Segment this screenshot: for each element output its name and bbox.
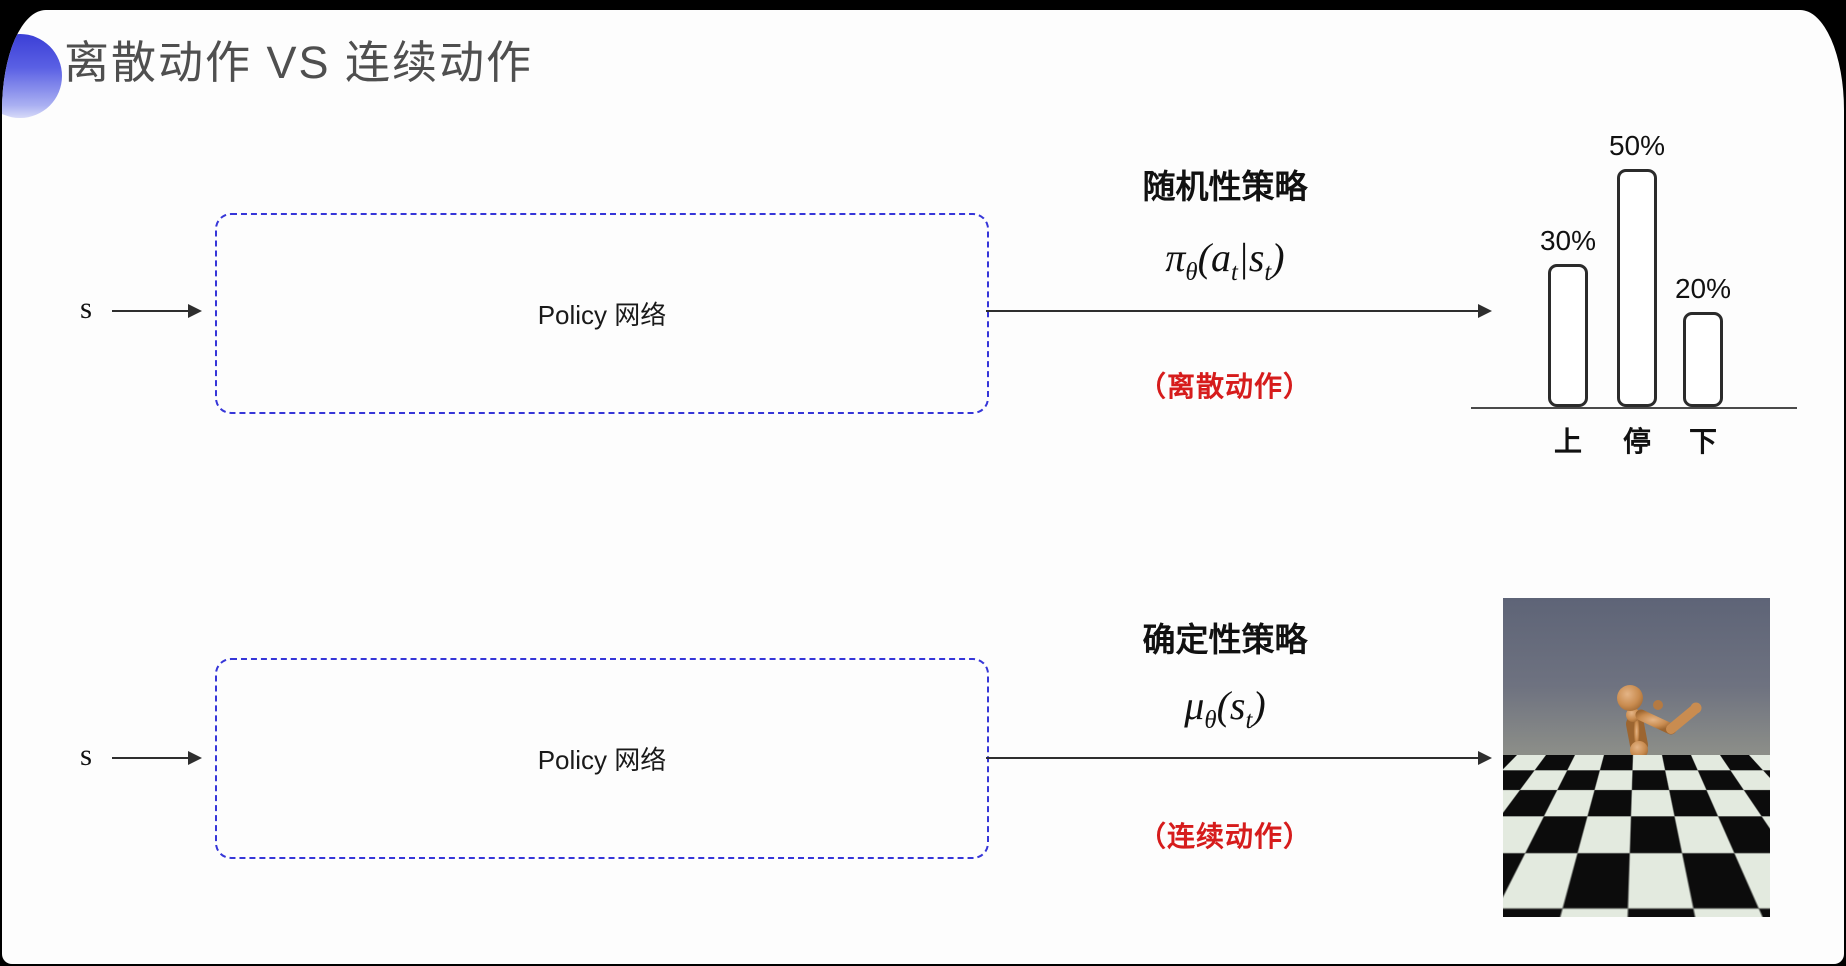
action-probability-bar-chart: 30% 50% 20% 上 停 下	[1471, 118, 1803, 460]
bar-value-label: 20%	[1674, 273, 1732, 304]
title-bullet-icon	[2, 34, 62, 118]
slide-title: 离散动作 VS 连续动作	[64, 37, 534, 88]
bar-up	[1548, 264, 1588, 407]
state-input-label-top: s	[79, 290, 93, 325]
bar-value-label: 30%	[1539, 225, 1597, 256]
bar-category-stop: 停	[1622, 426, 1651, 457]
bar-down	[1683, 312, 1723, 407]
policy-network-box-top: Policy 网络	[215, 213, 989, 414]
humanoid-simulation-image	[1503, 598, 1770, 917]
deterministic-policy-title: 确定性策略	[1142, 621, 1308, 658]
chart-baseline	[1471, 407, 1797, 409]
bar-stop	[1617, 169, 1657, 407]
bar-group-up: 30%	[1540, 225, 1596, 407]
discrete-action-note: （离散动作）	[1137, 371, 1312, 402]
arrow-policy-to-simulation	[986, 751, 1492, 765]
stochastic-policy-title: 随机性策略	[1142, 168, 1308, 205]
bar-category-up: 上	[1553, 426, 1582, 457]
policy-network-box-bottom: Policy 网络	[215, 658, 989, 859]
bar-value-label: 50%	[1608, 130, 1666, 161]
bar-group-stop: 50%	[1609, 130, 1665, 407]
state-input-label-bottom: s	[79, 737, 93, 772]
deterministic-policy-formula: μθ(st)	[1184, 683, 1266, 734]
arrow-s-to-policy-top	[112, 304, 202, 318]
policy-network-label-bottom: Policy 网络	[537, 745, 667, 775]
continuous-action-note: （连续动作）	[1137, 821, 1312, 852]
arrow-s-to-policy-bottom	[112, 751, 202, 765]
bar-category-down: 下	[1688, 426, 1717, 457]
arrow-policy-to-chart	[986, 304, 1492, 318]
policy-network-label-top: Policy 网络	[537, 300, 667, 330]
stochastic-policy-formula: πθ(at|st)	[1165, 235, 1285, 286]
bar-group-down: 20%	[1675, 273, 1731, 407]
humanoid-figure	[1535, 685, 1702, 913]
